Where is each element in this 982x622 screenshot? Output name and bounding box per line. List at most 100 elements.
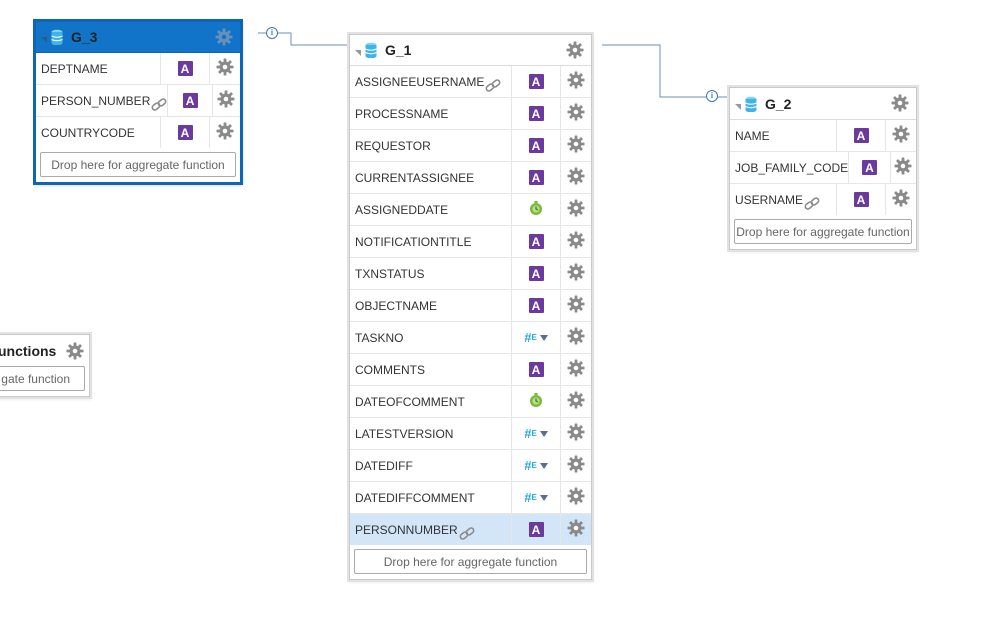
collapse-triangle-icon[interactable] (735, 103, 741, 110)
gear-icon[interactable] (567, 103, 585, 124)
join-info-icon[interactable]: i (266, 27, 278, 39)
column-row[interactable]: ASSIGNEDDATE (350, 194, 591, 226)
join-link-g1-g2 (602, 44, 728, 98)
column-row[interactable]: CURRENTASSIGNEE A (350, 162, 591, 194)
gear-icon[interactable] (567, 135, 585, 156)
gear-icon[interactable] (567, 263, 585, 284)
column-list: DEPTNAME A PERSON_NUMBER A COUNTRYCODE A (36, 53, 240, 148)
aggregate-drop-zone[interactable]: gate function (0, 366, 85, 391)
text-type-icon[interactable]: A (528, 106, 544, 121)
text-type-icon[interactable]: A (853, 192, 869, 207)
link-icon (151, 97, 167, 112)
group-title: G_1 (385, 42, 412, 58)
date-type-icon[interactable] (528, 392, 544, 411)
text-type-icon[interactable]: A (177, 61, 193, 76)
gear-icon[interactable] (567, 487, 585, 508)
column-name: CURRENTASSIGNEE (355, 170, 475, 185)
gear-icon[interactable] (66, 342, 84, 363)
gear-icon[interactable] (567, 295, 585, 316)
gear-icon[interactable] (567, 391, 585, 412)
column-row[interactable]: PERSON_NUMBER A (36, 85, 240, 117)
gear-icon[interactable] (217, 90, 235, 111)
gear-icon[interactable] (567, 455, 585, 476)
number-type-icon[interactable]: #E (524, 426, 548, 441)
gear-icon[interactable] (215, 28, 233, 49)
column-row[interactable]: TASKNO#E (350, 322, 591, 354)
number-type-icon[interactable]: #E (524, 458, 548, 473)
gear-icon[interactable] (567, 359, 585, 380)
gear-icon[interactable] (567, 167, 585, 188)
column-row[interactable]: TXNSTATUS A (350, 258, 591, 290)
gear-icon[interactable] (216, 58, 234, 79)
column-row[interactable]: JOB_FAMILY_CODE A (730, 152, 916, 184)
text-type-icon[interactable]: A (528, 362, 544, 377)
column-name: ASSIGNEEUSERNAME (355, 74, 485, 89)
group-header[interactable]: G_3 (36, 22, 240, 53)
gear-icon[interactable] (567, 231, 585, 252)
text-type-icon[interactable]: A (528, 170, 544, 185)
gear-icon[interactable] (567, 423, 585, 444)
text-type-icon[interactable]: A (182, 93, 198, 108)
link-icon (804, 196, 820, 211)
text-type-icon[interactable]: A (528, 138, 544, 153)
gear-icon[interactable] (566, 41, 584, 62)
column-row[interactable]: COUNTRYCODE A (36, 117, 240, 148)
aggregate-drop-zone[interactable]: Drop here for aggregate function (734, 219, 912, 244)
gear-icon[interactable] (894, 157, 912, 178)
column-name: COMMENTS (355, 362, 425, 377)
aggregate-drop-zone[interactable]: Drop here for aggregate function (354, 549, 587, 574)
column-row[interactable]: DATEDIFF#E (350, 450, 591, 482)
text-type-icon[interactable]: A (177, 125, 193, 140)
group-title: unctions (0, 342, 57, 359)
gear-icon[interactable] (892, 189, 910, 210)
collapse-triangle-icon[interactable] (41, 37, 47, 43)
gear-icon[interactable] (892, 125, 910, 146)
column-name: PERSON_NUMBER (41, 93, 151, 108)
text-type-icon[interactable]: A (528, 522, 544, 537)
column-row[interactable]: PROCESSNAME A (350, 98, 591, 130)
join-info-icon[interactable]: i (706, 90, 718, 102)
text-type-icon[interactable]: A (853, 128, 869, 143)
column-row[interactable]: LATESTVERSION#E (350, 418, 591, 450)
group-aggregate-functions[interactable]: unctions gate function (0, 334, 90, 397)
column-name: DEPTNAME (36, 53, 161, 84)
number-type-icon[interactable]: #E (524, 330, 548, 345)
gear-icon[interactable] (567, 71, 585, 92)
gear-icon[interactable] (567, 199, 585, 220)
gear-icon[interactable] (891, 94, 909, 115)
text-type-icon[interactable]: A (861, 160, 877, 175)
group-header[interactable]: G_1 (350, 35, 591, 66)
column-name: PROCESSNAME (355, 106, 449, 121)
gear-icon[interactable] (567, 327, 585, 348)
group-g3[interactable]: G_3 DEPTNAME A PERSON_NUMBER A COUNTRYCO… (34, 20, 242, 184)
text-type-icon[interactable]: A (528, 266, 544, 281)
group-header[interactable]: unctions (0, 335, 89, 366)
text-type-icon[interactable]: A (528, 298, 544, 313)
text-type-icon[interactable]: A (528, 234, 544, 249)
gear-icon[interactable] (567, 519, 585, 540)
column-row[interactable]: DEPTNAME A (36, 53, 240, 85)
collapse-triangle-icon[interactable] (355, 50, 361, 56)
column-row[interactable]: COMMENTS A (350, 354, 591, 386)
column-name: JOB_FAMILY_CODE (735, 160, 849, 175)
gear-icon[interactable] (216, 122, 234, 143)
group-header[interactable]: G_2 (730, 88, 916, 120)
date-type-icon[interactable] (528, 200, 544, 219)
column-name: TXNSTATUS (355, 266, 425, 281)
text-type-icon[interactable]: A (528, 74, 544, 89)
column-row[interactable]: DATEDIFFCOMMENT#E (350, 482, 591, 514)
column-row[interactable]: DATEOFCOMMENT (350, 386, 591, 418)
column-row[interactable]: ASSIGNEEUSERNAME A (350, 66, 591, 98)
aggregate-drop-zone[interactable]: Drop here for aggregate function (40, 152, 236, 177)
number-type-icon[interactable]: #E (524, 490, 548, 505)
link-icon (485, 78, 501, 93)
